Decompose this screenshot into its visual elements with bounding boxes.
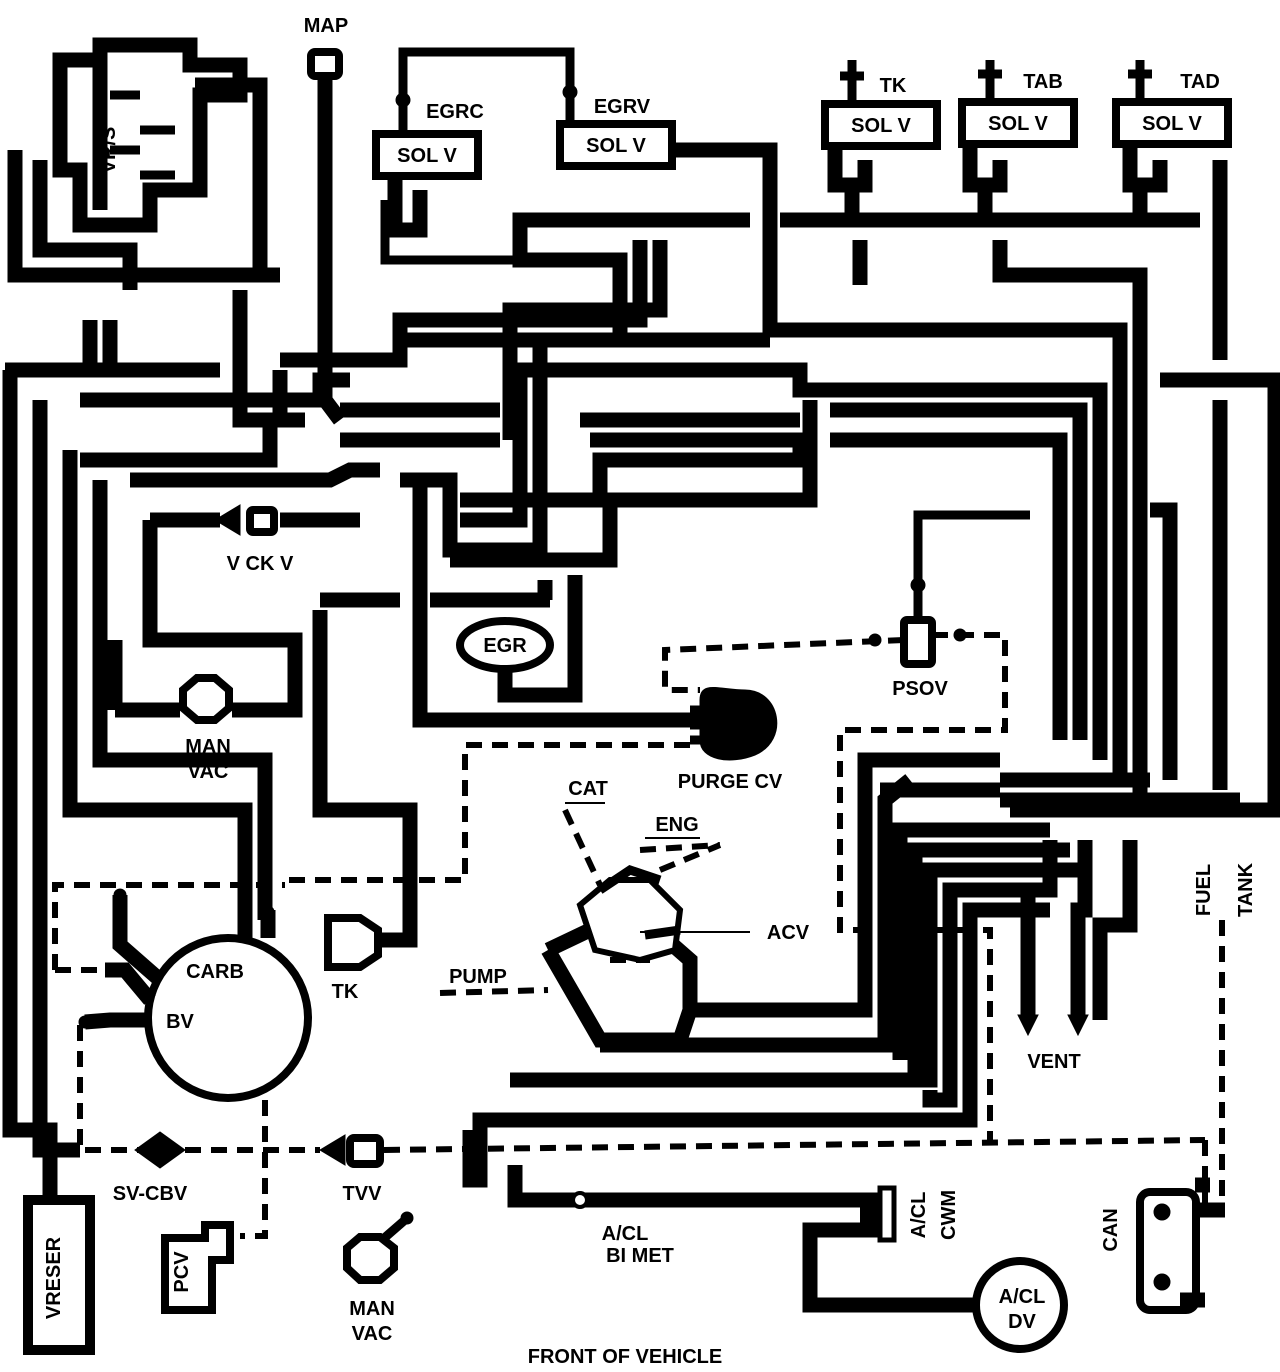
egr-valve: EGR: [312, 575, 583, 948]
vreser-reservoir: VRESER: [23, 1195, 95, 1355]
egrc-label: EGRC: [426, 101, 484, 123]
vckv-label: V CK V: [227, 553, 294, 575]
acl-cwm-line1: A/CL: [908, 1192, 930, 1239]
carb-label: CARB: [186, 961, 244, 983]
acl-bimet-line2: BI MET: [606, 1245, 674, 1267]
tvv-valve: TVV: [319, 1134, 1206, 1205]
cat-label: CAT: [568, 778, 608, 800]
tad-sol-v-label: SOL V: [1142, 113, 1202, 135]
tk-top-label: TK: [880, 75, 907, 97]
acl-bimet-valve: A/CL BI MET: [507, 1165, 880, 1267]
tk-sol-v-label: SOL V: [851, 115, 911, 137]
map-label: MAP: [304, 15, 348, 37]
man-vac-upper-line2: VAC: [188, 761, 229, 783]
egr-label: EGR: [483, 635, 527, 657]
egrc-sol-v-label: SOL V: [397, 145, 457, 167]
sv-cbv-valve: SV-CBV: [113, 1131, 320, 1205]
tad-label: TAD: [1180, 71, 1220, 93]
pcv-valve: PCV: [161, 1221, 234, 1314]
tk-lower: TK: [324, 914, 382, 1003]
bv-label: BV: [166, 1011, 194, 1033]
tvv-label: TVV: [343, 1183, 383, 1205]
acl-dv-line2: DV: [1008, 1311, 1036, 1333]
egrc-solenoid: SOL V EGRC: [372, 47, 578, 265]
tk-bottom-label: TK: [332, 981, 359, 1003]
acl-bimet-line1: A/CL: [602, 1223, 649, 1245]
acl-cwm-line2: CWM: [938, 1190, 960, 1240]
fuel-tank-lines: FUEL TANK: [1193, 862, 1257, 1215]
man-vac-lower-line2: VAC: [352, 1323, 393, 1345]
man-vac-lower-line1: MAN: [349, 1298, 395, 1320]
purge-cv-label: PURGE CV: [678, 771, 783, 793]
eng-label: ENG: [655, 814, 698, 836]
vrs-component: VR/S: [7, 37, 280, 290]
tk-solenoid: SOL V TK: [821, 60, 941, 193]
vent-label: VENT: [1027, 1051, 1080, 1073]
tab-sol-v-label: SOL V: [988, 113, 1048, 135]
tab-solenoid: SOL V TAB: [958, 60, 1078, 193]
tad-solenoid: SOL V TAD: [1112, 60, 1232, 193]
psov-valve: PSOV: [662, 510, 1030, 1140]
fuel-label: FUEL: [1193, 864, 1215, 916]
egrv-label: EGRV: [594, 96, 651, 118]
man-vac-upper: MAN VAC: [107, 640, 250, 783]
man-vac-upper-line1: MAN: [185, 736, 231, 758]
pump-label: PUMP: [449, 966, 507, 988]
vrs-label: VR/S: [98, 127, 120, 174]
acv-label: ACV: [767, 922, 810, 944]
purge-cv-valve: PURGE CV: [285, 687, 783, 883]
carburetor: CARB BV: [52, 882, 312, 1239]
sv-cbv-label: SV-CBV: [113, 1183, 188, 1205]
can-canister: CAN: [1100, 1177, 1225, 1314]
solenoid-manifold-hoses: [780, 160, 1280, 818]
acv-assembly: CAT ENG ACV PUMP: [439, 752, 1085, 1188]
vent-outlet: VENT: [1017, 840, 1138, 1073]
vreser-label: VRESER: [43, 1236, 65, 1319]
egrv-solenoid: SOL V EGRV: [556, 96, 1128, 780]
vckv-valve: V CK V: [142, 504, 360, 718]
tab-label: TAB: [1023, 71, 1063, 93]
acl-dv-valve: A/CL DV: [972, 1257, 1068, 1353]
psov-label: PSOV: [892, 678, 948, 700]
pcv-label: PCV: [171, 1251, 193, 1293]
man-vac-lower: MAN VAC: [343, 1211, 414, 1345]
tank-label: TANK: [1235, 862, 1257, 917]
can-label: CAN: [1100, 1208, 1122, 1251]
front-of-vehicle-label: FRONT OF VEHICLE: [528, 1346, 722, 1368]
main-hose-harness: [2, 212, 1240, 1195]
acl-dv-line1: A/CL: [999, 1286, 1046, 1308]
egrv-sol-v-label: SOL V: [586, 135, 646, 157]
acl-cwm-valve: A/CL CWM: [802, 1185, 975, 1313]
